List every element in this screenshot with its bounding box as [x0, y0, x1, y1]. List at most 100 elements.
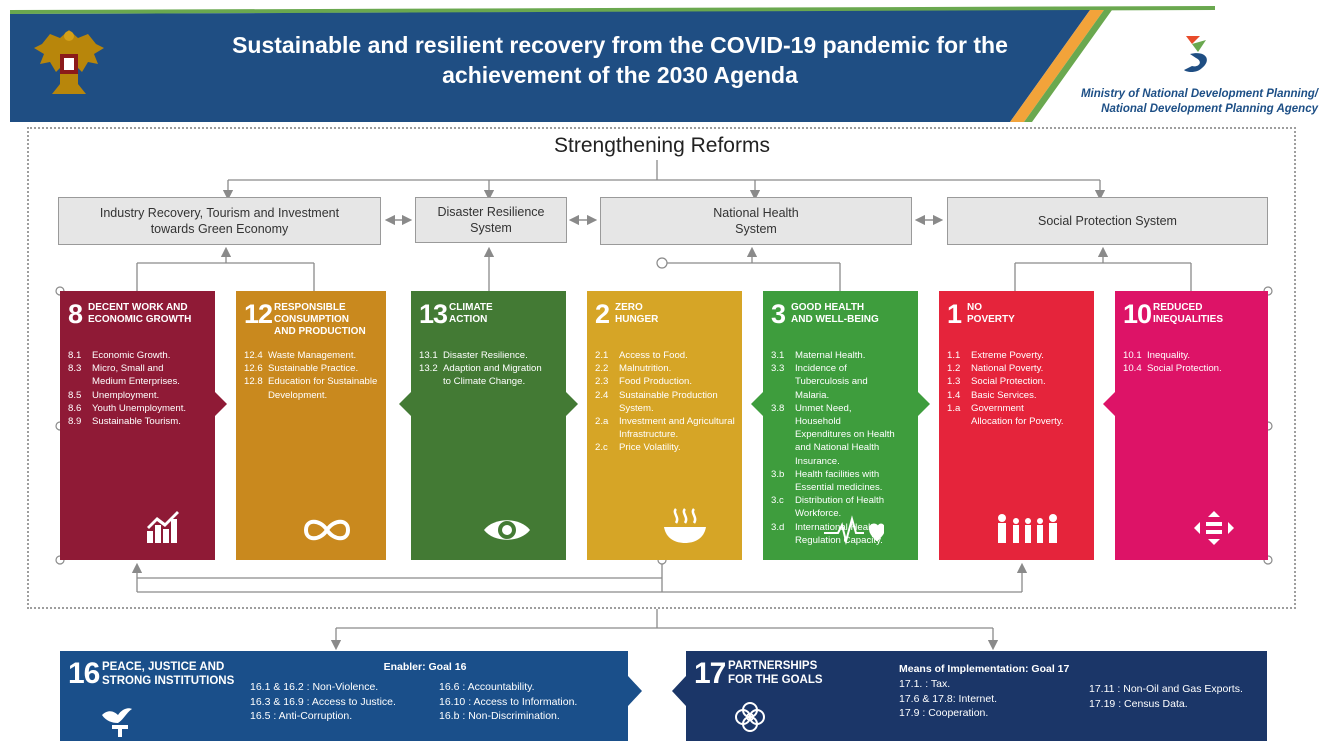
target-code: 3.d [771, 521, 785, 533]
goal-title-line: POVERTY [967, 314, 1015, 325]
system-label-line1: Disaster Resilience [437, 205, 545, 219]
infinity-loop-icon [302, 515, 352, 550]
goal-title-line: NO [967, 302, 982, 313]
growth-chart-icon [145, 509, 181, 550]
goal-number: 10 [1123, 299, 1152, 329]
partnership-rings-icon [732, 699, 768, 740]
target-code: 8.5 [68, 389, 82, 401]
target-text: Maternal Health. [795, 350, 866, 361]
goal-number: 12 [244, 299, 273, 329]
goal-target: 8.1 Economic Growth. [68, 349, 196, 362]
system-label-line1: Social Protection System [1038, 214, 1177, 228]
goal-target: 8.5 Unemployment. [68, 389, 196, 402]
ministry-line1: Ministry of National Development Plannin… [1080, 88, 1318, 100]
equality-icon [1194, 511, 1234, 550]
target-code: 3.8 [771, 402, 785, 414]
goal17-target: 17.6 & 17.8: Internet. [899, 692, 998, 705]
target-code: 1.a [947, 402, 961, 414]
goal16-number: 16 [68, 657, 100, 690]
target-text: Waste Management. [268, 350, 357, 361]
target-text: Economic Growth. [92, 350, 171, 361]
goal16-target: 16.5 : Anti-Corruption. [250, 710, 353, 722]
target-code: 13.2 [419, 363, 438, 375]
goal-title-line: CLIMATE [449, 302, 493, 313]
goal-title-line: AND WELL-BEING [791, 314, 879, 325]
header-banner: Sustainable and resilient recovery from … [0, 0, 1319, 122]
target-code: 12.8 [244, 376, 263, 388]
target-text: Unemployment. [92, 389, 160, 401]
goal17-target: 17.19 : Census Data. [1089, 697, 1188, 710]
bappenas-logo-icon [1176, 30, 1216, 80]
goal16-target: 16.3 & 16.9 : Access to Justice. [250, 695, 396, 708]
target-text: Sustainable Tourism. [92, 416, 181, 428]
system-label-line1: National Health [713, 206, 799, 220]
eye-globe-icon [482, 515, 532, 550]
goal-target: 1.a Government Allocation for Poverty. [947, 402, 1067, 428]
goal16-col2: 16.6 : Accountability. 16.10 : Access to… [439, 680, 577, 724]
chevron-separator [399, 392, 411, 416]
goal17-target: 17.9 : Cooperation. [899, 707, 989, 719]
target-text: Unmet Need, Household Expenditures on He… [795, 402, 895, 467]
header-title-line1: Sustainable and resilient recovery from … [232, 32, 1008, 58]
target-code: 2.a [595, 416, 609, 428]
target-text: Disaster Resilience. [443, 350, 528, 361]
target-code: 8.1 [68, 350, 82, 361]
goal16-arrow-right [628, 676, 642, 706]
target-code: 3.b [771, 468, 785, 480]
target-code: 10.1 [1123, 350, 1142, 361]
target-text: Malnutrition. [619, 363, 672, 375]
goal-title-line: AND PRODUCTION [274, 326, 366, 337]
goal16-title-line1: PEACE, JUSTICE AND [102, 661, 225, 673]
target-text: Investment and Agricultural Infrastructu… [619, 416, 735, 441]
goal16-target: 16.b : Non-Discrimination. [439, 710, 560, 722]
chevron-separator [751, 392, 763, 416]
target-text: Government Allocation for Poverty. [971, 402, 1064, 428]
goal-number: 1 [947, 299, 962, 329]
goal16-col1: 16.1 & 16.2 : Non-Violence. 16.3 & 16.9 … [250, 680, 396, 724]
target-code: 3.1 [771, 350, 785, 361]
goal16-target: 16.6 : Accountability. [439, 681, 535, 693]
goal17-target: 17.11 : Non-Oil and Gas Exports. [1089, 683, 1243, 695]
target-text: Youth Unemployment. [92, 402, 187, 414]
target-code: 2.3 [595, 376, 609, 388]
target-code: 12.4 [244, 350, 263, 361]
family-icon [996, 513, 1060, 550]
target-code: 8.3 [68, 363, 82, 375]
chevron-separator [1103, 392, 1115, 416]
ministry-name: Ministry of National Development Plannin… [1040, 87, 1318, 117]
goal17-col2: 17.11 : Non-Oil and Gas Exports. 17.19 :… [1089, 682, 1243, 711]
target-text: Incidence of Tuberculosis and Malaria. [795, 363, 868, 401]
dove-justice-icon [98, 701, 134, 742]
goal17-arrow-left [672, 676, 686, 706]
target-code: 1.3 [947, 376, 961, 388]
ministry-line2: National Development Planning Agency [1101, 103, 1318, 115]
system-social-protection: Social Protection System [947, 197, 1268, 245]
goal-target: 3.8 Unmet Need, Household Expenditures on… [771, 402, 896, 468]
goal-title-line: RESPONSIBLE [274, 302, 346, 313]
header-background [10, 6, 1215, 122]
